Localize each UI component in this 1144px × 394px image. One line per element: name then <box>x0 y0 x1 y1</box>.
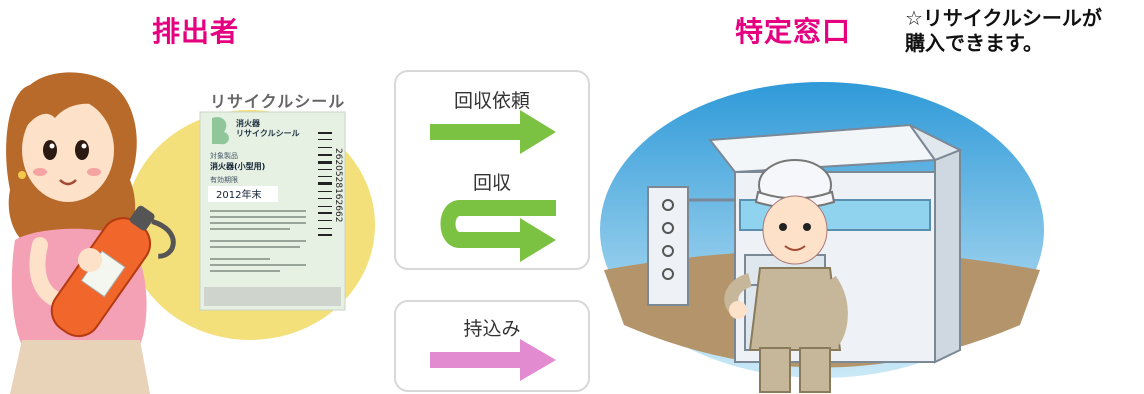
barcode-bar <box>318 206 332 207</box>
collect-u-arrow-icon <box>440 200 556 262</box>
barcode-bar <box>318 132 332 134</box>
barcode-bar <box>318 154 332 156</box>
seal-logo-icon <box>212 117 229 145</box>
note-line-2: 購入できます。 <box>905 31 1043 55</box>
carryin-label: 持込み <box>463 318 521 340</box>
seal-purchase-note: ☆リサイクルシールが 購入できます。 <box>905 6 1144 56</box>
fire-extinguisher-icon <box>50 205 176 338</box>
barcode-bar <box>318 161 332 164</box>
collect-label: 回収 <box>472 172 511 194</box>
seal-title: リサイクルシール <box>210 92 346 111</box>
seal-type-value: 消火器(小型用) <box>210 161 265 171</box>
request-label: 回収依頼 <box>453 90 530 112</box>
seal-fine-print <box>210 210 306 272</box>
seal-year-caption: 有効期限 <box>210 175 238 184</box>
barcode-bar <box>318 169 332 170</box>
seal-barcode-number: 2620528162662 <box>333 148 343 222</box>
emitter-illustration: 消火器 リサイクルシール 対象製品 消火器(小型用) 有効期限 2012年末 2… <box>6 72 375 394</box>
barcode-bar <box>318 191 332 192</box>
barcode-bar <box>318 139 332 140</box>
staff-figure <box>724 159 848 393</box>
emitter-heading: 排出者 <box>152 15 240 48</box>
flow-box-request: 回収依頼 回収 <box>394 70 590 270</box>
barcode-bar <box>318 176 332 177</box>
barcode-bar <box>318 234 332 236</box>
counter-heading: 特定窓口 <box>735 15 852 48</box>
recycle-seal-card: 消火器 リサイクルシール 対象製品 消火器(小型用) 有効期限 2012年末 2… <box>199 111 346 311</box>
note-line-1: ☆リサイクルシールが <box>905 6 1102 30</box>
flow-box-carryin: 持込み <box>394 300 590 392</box>
barcode-bar <box>318 182 332 185</box>
carryin-flow-arrow <box>430 339 556 381</box>
barcode-bar <box>318 228 332 229</box>
carryin-arrow-icon <box>430 339 556 381</box>
seal-brand-1: 消火器 <box>236 118 261 128</box>
barcode-bar <box>318 198 332 199</box>
woman-figure <box>6 72 176 394</box>
seal-brand-2: リサイクルシール <box>236 128 300 138</box>
barcode-bar <box>318 147 332 148</box>
request-arrow-icon <box>430 110 556 154</box>
request-flow-arrows <box>430 110 556 262</box>
barcode-bar <box>318 212 332 214</box>
barcode-bar <box>318 220 332 221</box>
seal-barcode <box>318 132 332 236</box>
seal-year-value: 2012年末 <box>216 188 261 201</box>
counter-illustration <box>600 82 1044 393</box>
seal-type-caption: 対象製品 <box>210 151 238 160</box>
